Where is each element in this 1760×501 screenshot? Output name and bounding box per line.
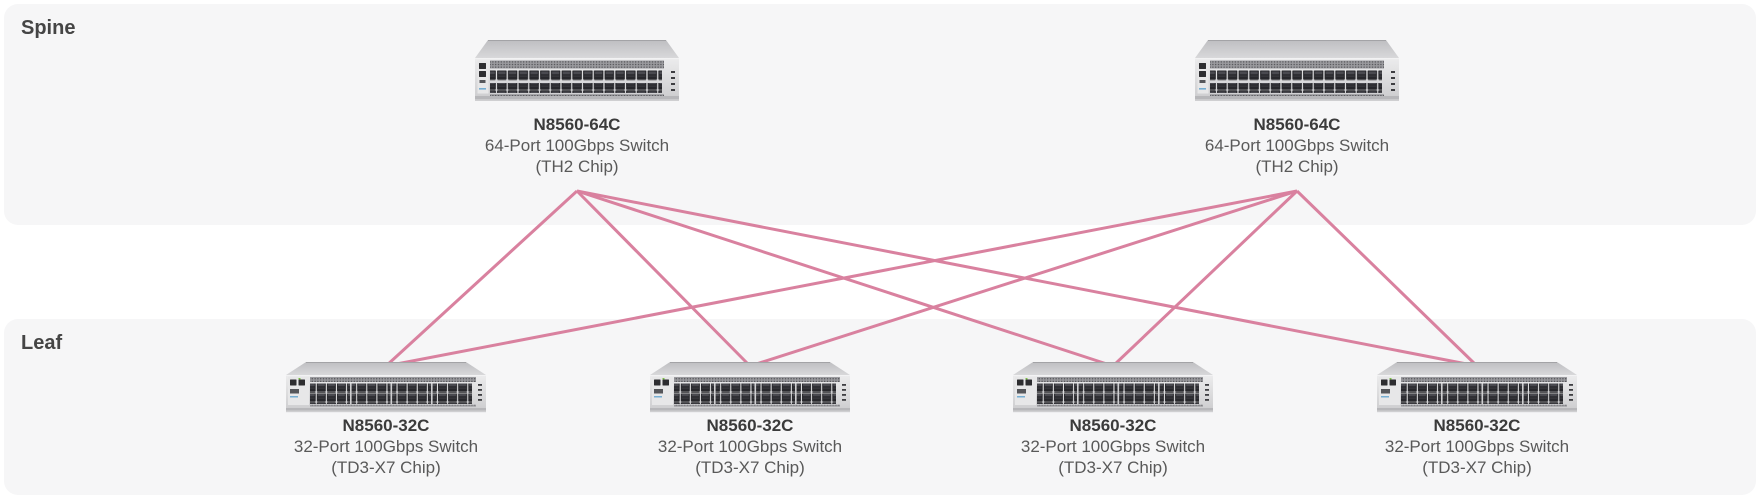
- device-caption: N8560-32C 32-Port 100Gbps Switch (TD3-X7…: [1013, 415, 1213, 478]
- device-chip: (TD3-X7 Chip): [1058, 458, 1168, 477]
- spine-leaf-link: [1111, 189, 1299, 368]
- device-model: N8560-64C: [533, 115, 621, 134]
- leaf-section-label: Leaf: [21, 332, 63, 354]
- device-description: 32-Port 100Gbps Switch: [657, 437, 843, 456]
- device-chip: (TH2 Chip): [535, 157, 619, 176]
- device-caption: N8560-64C 64-Port 100Gbps Switch (TH2 Ch…: [1195, 114, 1399, 177]
- device-model: N8560-32C: [1069, 416, 1157, 435]
- device-model: N8560-32C: [342, 416, 430, 435]
- spine-leaf-link: [384, 189, 579, 368]
- spine-switch-image: [475, 40, 679, 101]
- spine-switch-image: [1195, 40, 1399, 101]
- device-description: 64-Port 100Gbps Switch: [484, 136, 670, 155]
- leaf-switch: N8560-32C 32-Port 100Gbps Switch (TD3-X7…: [1013, 362, 1213, 478]
- device-caption: N8560-32C 32-Port 100Gbps Switch (TD3-X7…: [1377, 415, 1577, 478]
- leaf-switch: N8560-32C 32-Port 100Gbps Switch (TD3-X7…: [650, 362, 850, 478]
- leaf-switch: N8560-32C 32-Port 100Gbps Switch (TD3-X7…: [1377, 362, 1577, 478]
- spine-switch: N8560-64C 64-Port 100Gbps Switch (TH2 Ch…: [1195, 40, 1399, 177]
- device-description: 64-Port 100Gbps Switch: [1204, 136, 1390, 155]
- leaf-switch-image: [1013, 362, 1213, 413]
- leaf-switch: N8560-32C 32-Port 100Gbps Switch (TD3-X7…: [286, 362, 486, 478]
- device-caption: N8560-64C 64-Port 100Gbps Switch (TH2 Ch…: [475, 114, 679, 177]
- leaf-switch-image: [286, 362, 486, 413]
- spine-section-label: Spine: [21, 17, 76, 39]
- device-caption: N8560-32C 32-Port 100Gbps Switch (TD3-X7…: [650, 415, 850, 478]
- device-model: N8560-64C: [1253, 115, 1341, 134]
- device-model: N8560-32C: [706, 416, 794, 435]
- device-model: N8560-32C: [1433, 416, 1521, 435]
- leaf-switch-image: [650, 362, 850, 413]
- device-description: 32-Port 100Gbps Switch: [1020, 437, 1206, 456]
- device-chip: (TD3-X7 Chip): [331, 458, 441, 477]
- device-chip: (TD3-X7 Chip): [1422, 458, 1532, 477]
- device-description: 32-Port 100Gbps Switch: [1384, 437, 1570, 456]
- spine-leaf-link: [749, 189, 1298, 368]
- device-chip: (TH2 Chip): [1255, 157, 1339, 176]
- spine-leaf-link: [385, 189, 1298, 368]
- spine-leaf-link: [575, 189, 752, 368]
- device-description: 32-Port 100Gbps Switch: [293, 437, 479, 456]
- spine-leaf-link: [1295, 189, 1479, 368]
- spine-switch: N8560-64C 64-Port 100Gbps Switch (TH2 Ch…: [475, 40, 679, 177]
- device-caption: N8560-32C 32-Port 100Gbps Switch (TD3-X7…: [286, 415, 486, 478]
- spine-section-band: Spine: [4, 4, 1756, 225]
- device-chip: (TD3-X7 Chip): [695, 458, 805, 477]
- leaf-switch-image: [1377, 362, 1577, 413]
